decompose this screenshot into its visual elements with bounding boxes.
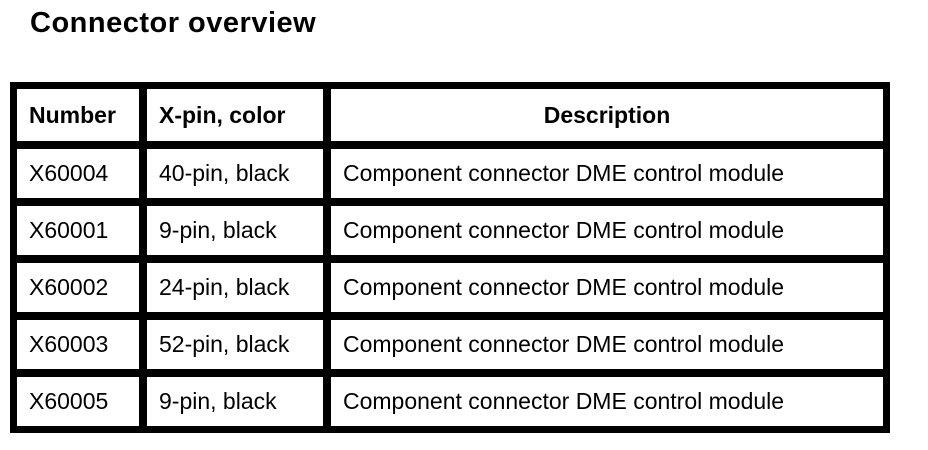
column-header-xpin-color: X-pin, color	[143, 85, 327, 145]
cell-number: X60004	[13, 145, 143, 202]
cell-xpin-color: 52-pin, black	[143, 316, 327, 373]
connector-overview-table: Number X-pin, color Description X60004 4…	[10, 82, 890, 433]
table-header-row: Number X-pin, color Description	[13, 85, 887, 145]
cell-number: X60002	[13, 259, 143, 316]
page-title: Connector overview	[30, 7, 317, 39]
cell-xpin-color: 24-pin, black	[143, 259, 327, 316]
cell-description: Component connector DME control module	[327, 259, 887, 316]
cell-xpin-color: 40-pin, black	[143, 145, 327, 202]
column-header-number: Number	[13, 85, 143, 145]
cell-description: Component connector DME control module	[327, 202, 887, 259]
table-row: X60005 9-pin, black Component connector …	[13, 373, 887, 430]
cell-description: Component connector DME control module	[327, 316, 887, 373]
table-row: X60001 9-pin, black Component connector …	[13, 202, 887, 259]
cell-description: Component connector DME control module	[327, 145, 887, 202]
table-row: X60002 24-pin, black Component connector…	[13, 259, 887, 316]
cell-xpin-color: 9-pin, black	[143, 202, 327, 259]
table-row: X60003 52-pin, black Component connector…	[13, 316, 887, 373]
table-row: X60004 40-pin, black Component connector…	[13, 145, 887, 202]
cell-number: X60003	[13, 316, 143, 373]
cell-number: X60001	[13, 202, 143, 259]
cell-xpin-color: 9-pin, black	[143, 373, 327, 430]
column-header-description: Description	[327, 85, 887, 145]
cell-description: Component connector DME control module	[327, 373, 887, 430]
cell-number: X60005	[13, 373, 143, 430]
